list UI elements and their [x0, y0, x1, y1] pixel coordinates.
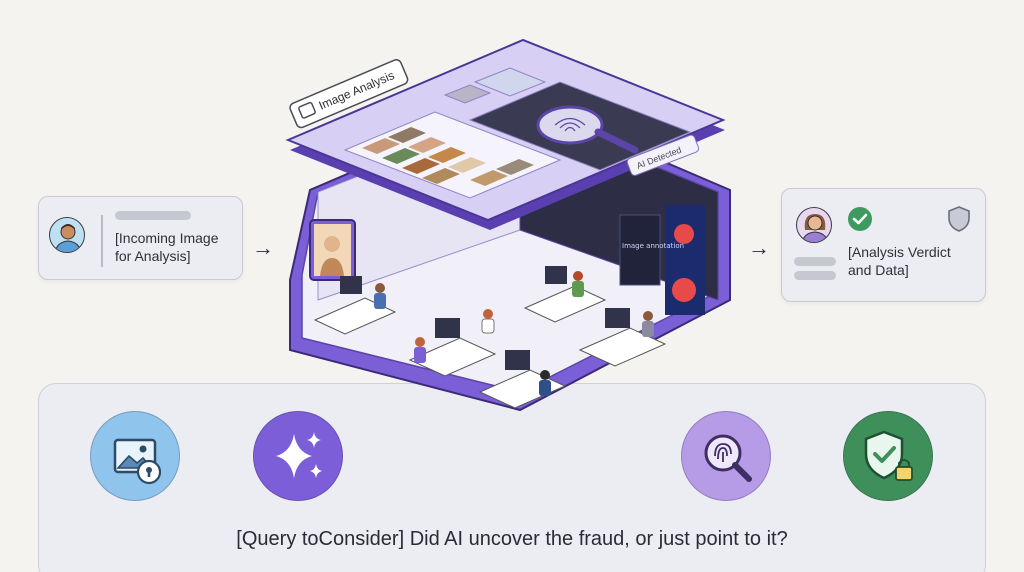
user-avatar-icon	[796, 207, 832, 243]
photo-thumbnail	[473, 67, 547, 97]
placeholder-bar	[794, 271, 836, 280]
screen-label: Image annotation	[622, 242, 684, 250]
photo-thumbnail	[382, 148, 420, 164]
person	[374, 283, 386, 309]
photo-thumbnail	[362, 138, 400, 154]
screen	[619, 214, 661, 286]
analysis-verdict-card: [Analysis Verdict and Data]	[781, 188, 986, 302]
heatmap-spot	[674, 224, 694, 244]
image-icon	[298, 101, 316, 119]
fingerprint-scanner	[468, 81, 692, 171]
shield-icon	[946, 205, 972, 238]
desk	[578, 308, 667, 367]
verdict-card-text: [Analysis Verdict and Data]	[848, 244, 951, 278]
thumbnail-grid	[343, 111, 562, 199]
photo-thumbnail	[470, 170, 508, 186]
magnifier-handle	[594, 128, 639, 154]
image-lock-icon	[90, 411, 180, 501]
heatmap-spot	[672, 278, 696, 302]
photo-thumbnail	[428, 147, 466, 163]
desk	[408, 318, 497, 377]
shield-check-lock-icon	[843, 411, 933, 501]
query-caption: [Query toConsider] Did AI uncover the fr…	[236, 528, 788, 550]
photo-thumbnail	[402, 158, 440, 174]
check-circle-icon	[848, 207, 872, 231]
magnifier-lens	[536, 105, 604, 145]
bottom-panel	[38, 383, 986, 572]
photo-thumbnail	[448, 157, 486, 173]
incoming-card-text: [Incoming Image for Analysis]	[115, 230, 219, 264]
person	[572, 271, 584, 297]
photo-thumbnail	[408, 137, 446, 153]
arrow-right-icon: →	[748, 235, 770, 260]
photo-thumbnail	[388, 127, 426, 143]
fingerprint-search-icon	[681, 411, 771, 501]
office-scene-illustration: Image annotation	[285, 38, 731, 412]
photo-thumbnail	[496, 159, 534, 175]
photo-thumbnail	[443, 84, 492, 104]
placeholder-bar	[115, 211, 191, 220]
photo-thumbnail	[422, 168, 460, 184]
user-avatar-icon	[49, 217, 85, 253]
person	[414, 337, 426, 363]
person	[539, 370, 551, 396]
portrait-face	[324, 236, 340, 252]
desk	[523, 266, 607, 323]
person	[481, 309, 495, 334]
sparkles-icon	[253, 411, 343, 501]
divider	[101, 215, 103, 267]
person	[642, 311, 654, 337]
portrait-body	[320, 258, 344, 276]
placeholder-bar	[794, 257, 836, 266]
incoming-image-card: [Incoming Image for Analysis]	[38, 196, 243, 280]
arrow-right-icon: →	[252, 235, 274, 260]
